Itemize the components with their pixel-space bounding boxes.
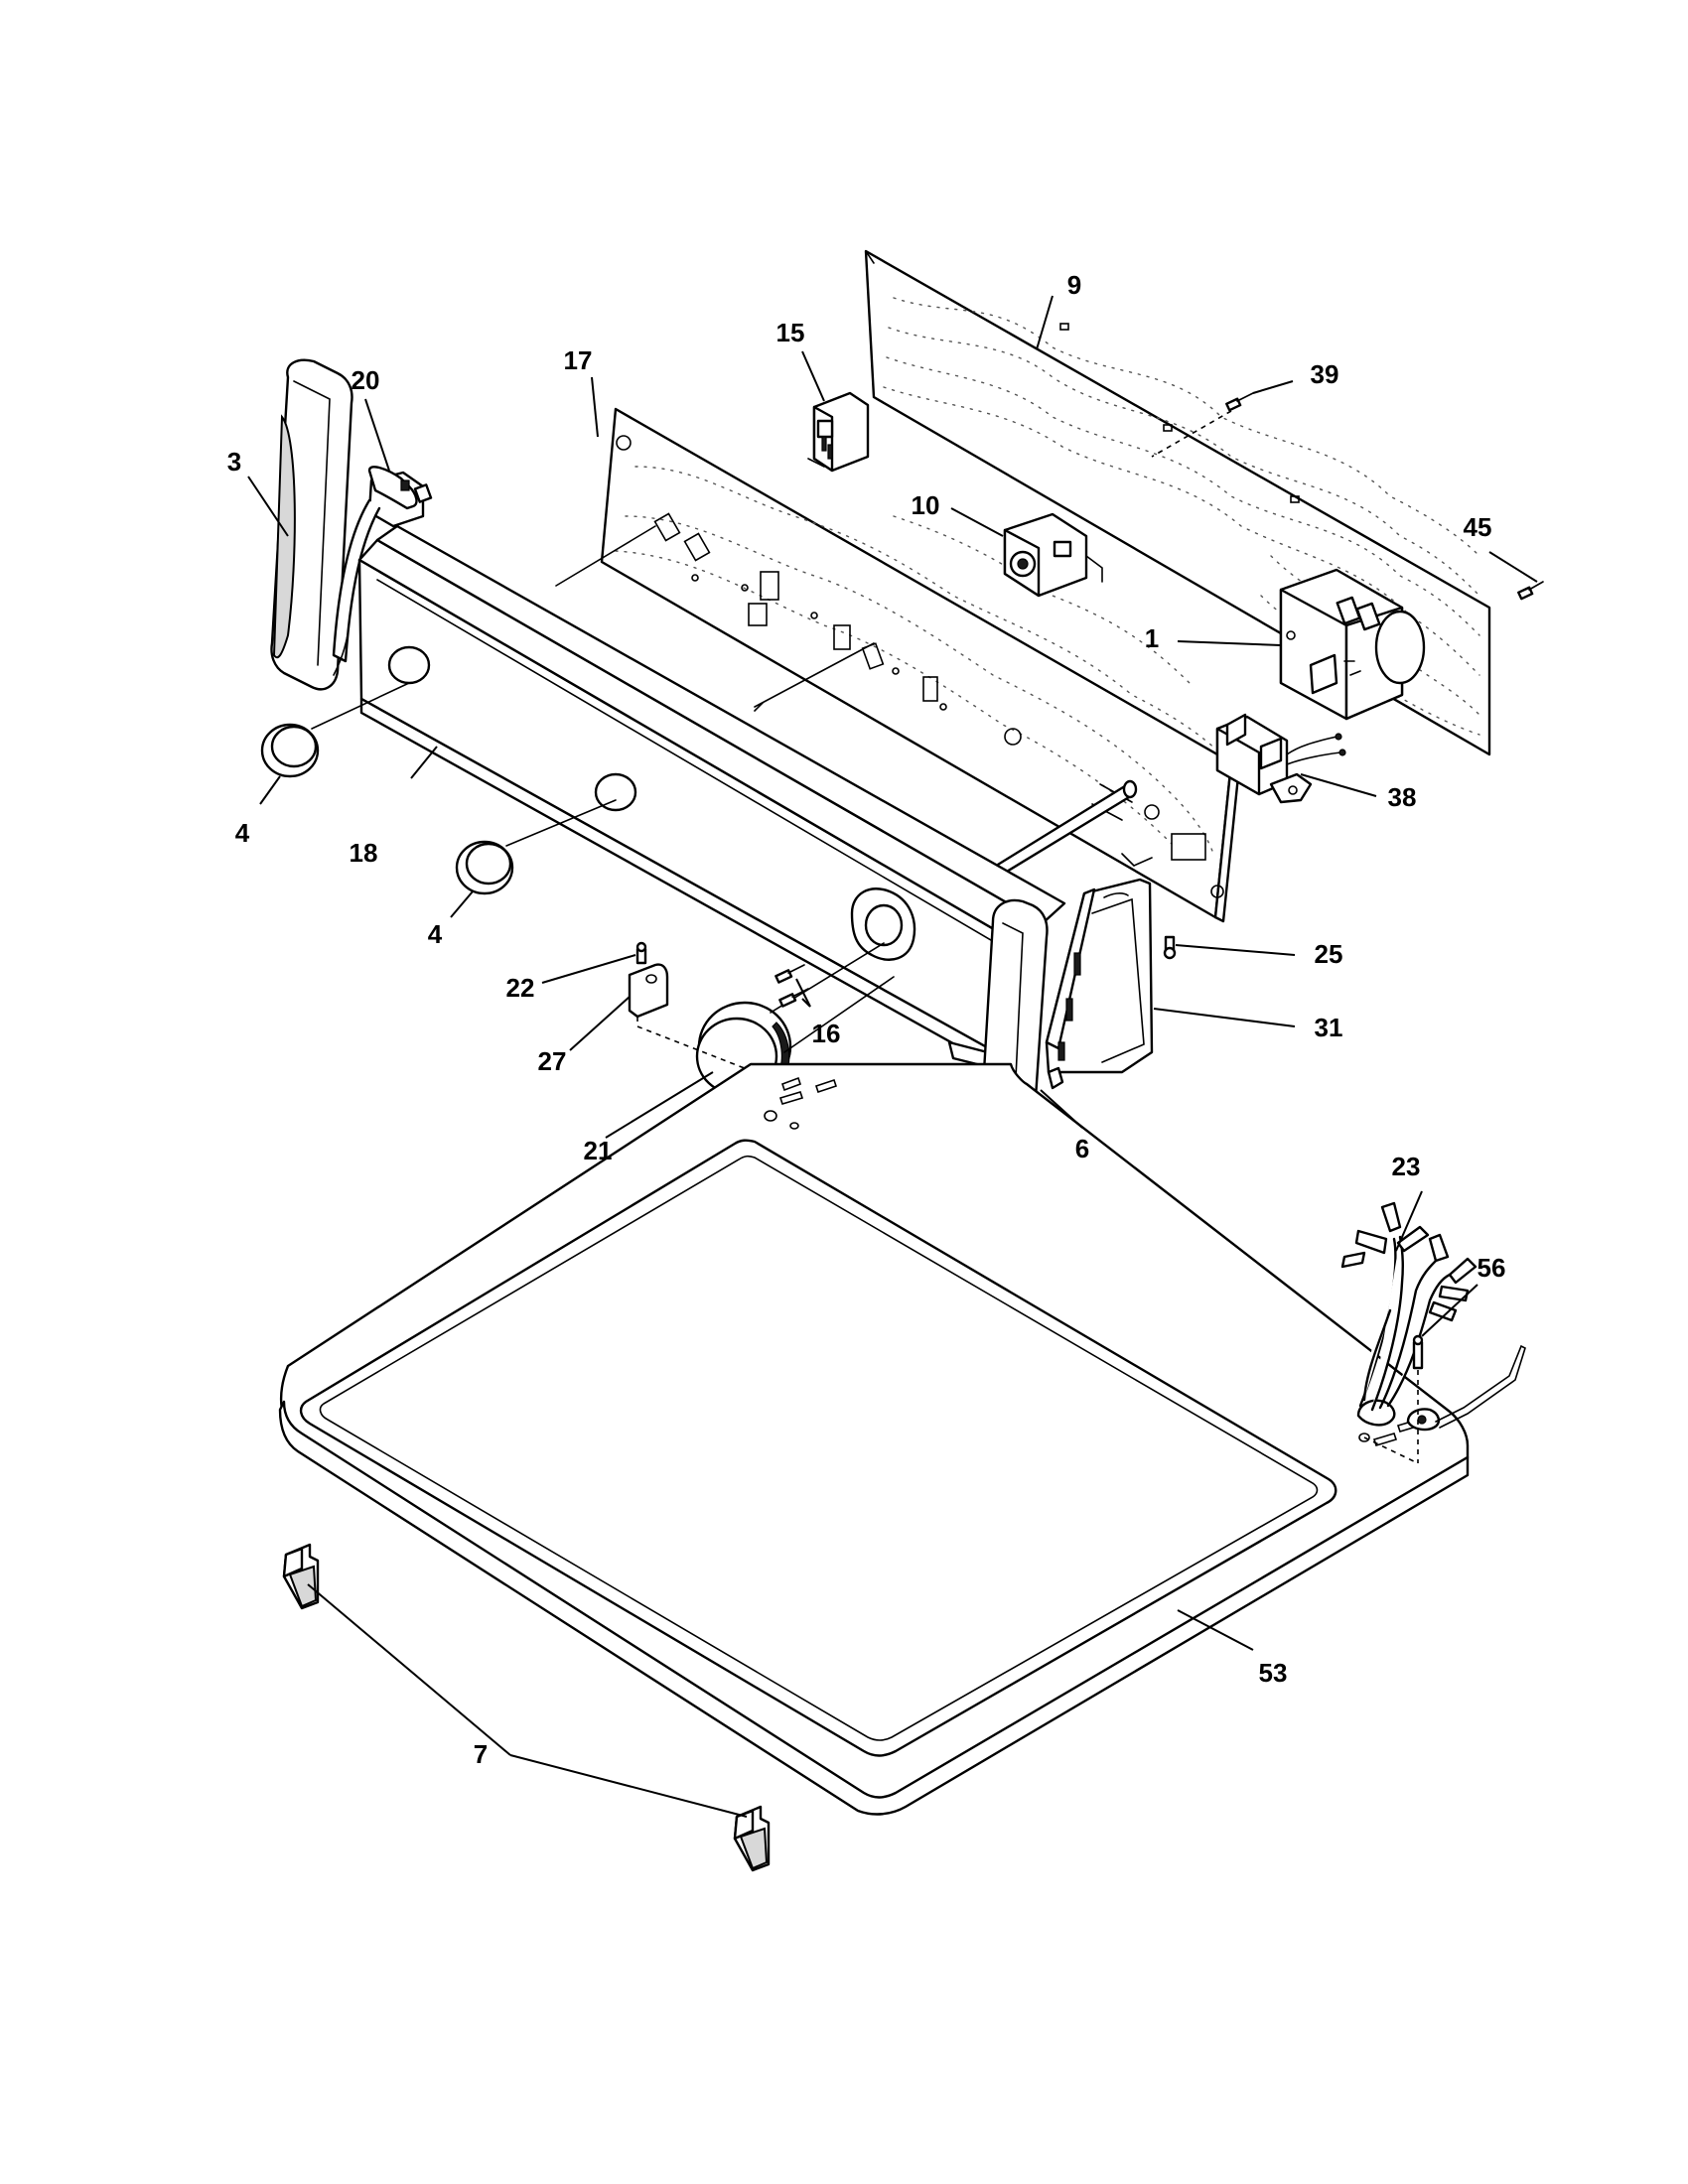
callout-labels: 1 3 4 4 6 7 9 10 15 16 17 18 20 21 22 23… [227,270,1506,1769]
callout-17: 17 [564,345,593,375]
callout-7: 7 [474,1739,488,1769]
callout-20: 20 [352,365,380,395]
callout-21: 21 [584,1136,613,1165]
callout-39: 39 [1311,359,1339,389]
switch-part-15 [807,391,870,473]
hinge-part-7-upper [282,1543,320,1610]
screws-part-16 [774,964,809,1008]
switch-part-10 [1003,512,1103,598]
callout-16: 16 [812,1019,841,1048]
right-bracket-part-31 [1045,878,1154,1090]
relay-part-38 [1215,713,1346,804]
callout-15: 15 [776,318,805,347]
callout-18: 18 [350,838,378,868]
callout-27: 27 [538,1046,567,1076]
knob-part-4-upper [260,682,410,778]
callout-10: 10 [912,490,940,520]
hinge-part-7-lower [733,1805,771,1872]
left-end-cap-part-3 [270,358,353,691]
screw-part-25 [1163,935,1177,960]
callout-4-upper: 4 [235,818,250,848]
wire-harness-part-23 [1340,1201,1477,1412]
knob-part-4-lower [455,799,617,895]
callout-3: 3 [227,447,241,477]
left-bracket-part-20 [332,466,433,676]
control-board-part-17 [600,407,1241,923]
callout-56: 56 [1477,1253,1506,1283]
callout-53: 53 [1259,1658,1288,1688]
callout-31: 31 [1315,1013,1343,1042]
screw-part-56 [1363,1334,1424,1464]
callout-9: 9 [1067,270,1081,300]
callout-38: 38 [1388,782,1417,812]
top-cover-part-53 [278,1062,1526,1816]
screw-part-22 [635,941,647,965]
callout-23: 23 [1392,1152,1421,1181]
timer-part-1 [1279,568,1426,721]
screw-part-45 [1517,581,1544,601]
callout-4-lower: 4 [428,919,443,949]
callout-45: 45 [1464,512,1492,542]
callout-1: 1 [1145,623,1159,653]
callout-22: 22 [506,973,535,1003]
clip-part-27 [628,963,756,1073]
callout-25: 25 [1315,939,1343,969]
callout-6: 6 [1075,1134,1089,1163]
leader-lines [247,295,1538,1818]
screw-part-39 [1225,392,1254,412]
